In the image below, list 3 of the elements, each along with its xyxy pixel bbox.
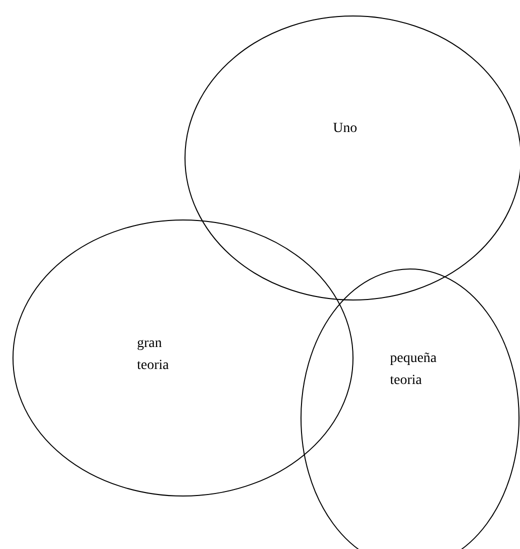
set-label: pequeña teoria [390, 350, 438, 390]
set-label: Uno [333, 120, 358, 138]
set-label: gran teoria [137, 335, 170, 375]
